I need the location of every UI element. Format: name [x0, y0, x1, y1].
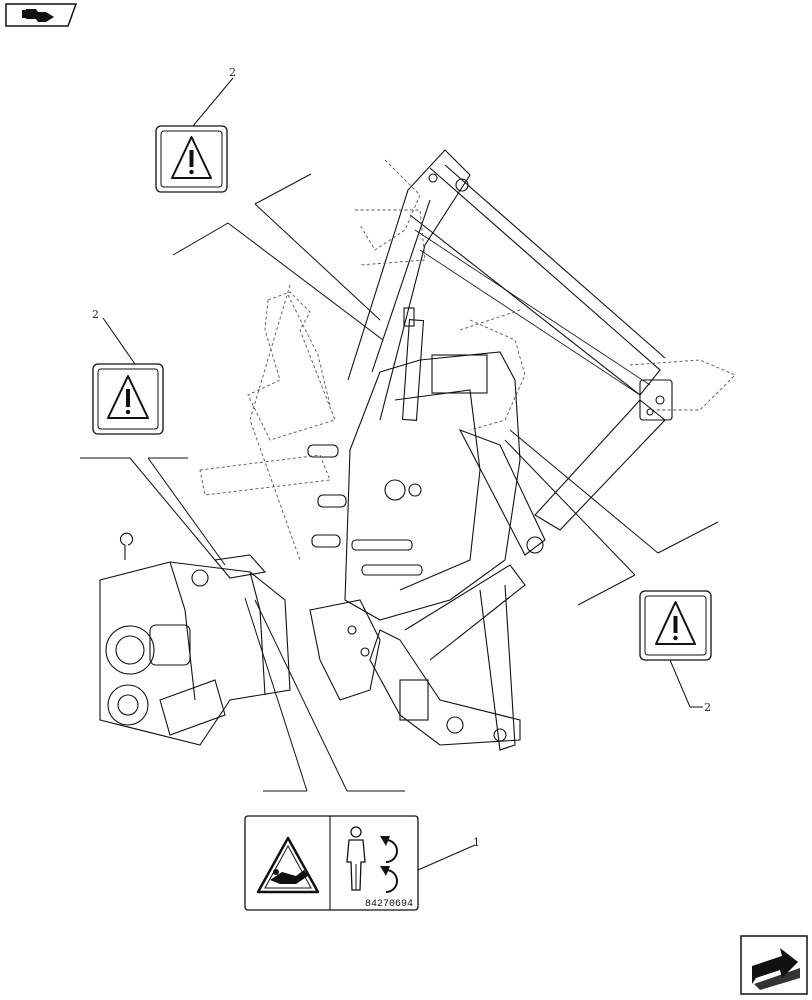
crush-hazard-decal: 84270694 — [244, 815, 419, 911]
warning-triangle-icon — [171, 136, 212, 179]
callout-number: 2 — [229, 66, 236, 79]
leader-lines — [80, 77, 719, 871]
warning-decal — [155, 125, 228, 193]
warning-decal — [92, 363, 164, 435]
decal-part-number: 84270694 — [365, 899, 413, 910]
callout-number: 2 — [704, 701, 711, 714]
hidden-outline-lines — [199, 159, 736, 561]
pto-gearbox — [99, 532, 291, 746]
linkage-assembly — [307, 149, 673, 751]
callout-number: 1 — [473, 836, 480, 849]
person-rotating-arrows-icon — [346, 826, 398, 893]
exploded-view-icon[interactable] — [5, 3, 78, 27]
next-page-arrow-icon[interactable] — [740, 935, 808, 995]
callout-number: 2 — [92, 308, 99, 321]
crush-hazard-icon — [256, 836, 320, 894]
warning-triangle-icon — [655, 601, 696, 645]
warning-decal — [639, 590, 712, 661]
warning-triangle-icon — [107, 375, 149, 419]
